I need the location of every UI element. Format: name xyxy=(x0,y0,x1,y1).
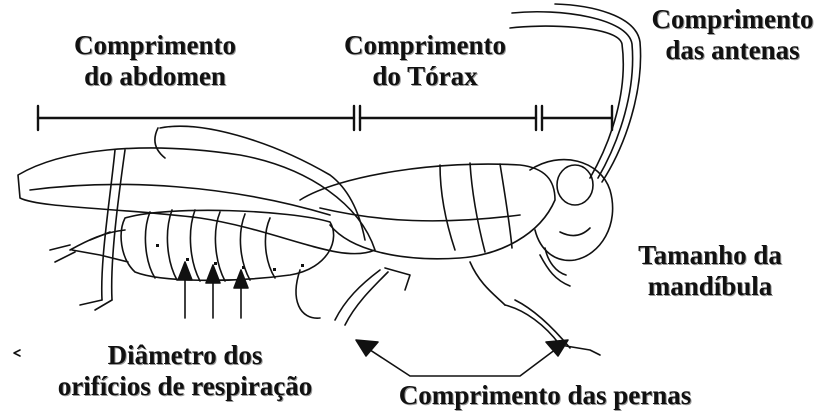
thorax-length-label: Comprimento do Tórax xyxy=(325,30,525,92)
grasshopper-body xyxy=(18,126,613,355)
thorax-length-bar xyxy=(360,106,536,130)
antennae xyxy=(510,4,641,182)
abdomen-length-label: Comprimento do abdomen xyxy=(50,30,260,92)
spiracle-arrows xyxy=(178,262,248,318)
leg-length-label: Comprimento das pernas xyxy=(375,380,715,411)
leg-length-arrows xyxy=(356,340,568,376)
mandible-size-label: Tamanho da mandíbula xyxy=(610,240,810,302)
spiracle-diameter-label: Diâmetro dos orifícios de respiração xyxy=(30,340,340,402)
spiracle-markers xyxy=(156,244,304,271)
antenna-length-label: Comprimento das antenas xyxy=(640,4,825,66)
small-mark xyxy=(14,350,20,356)
antenna-length-bar xyxy=(542,106,612,130)
